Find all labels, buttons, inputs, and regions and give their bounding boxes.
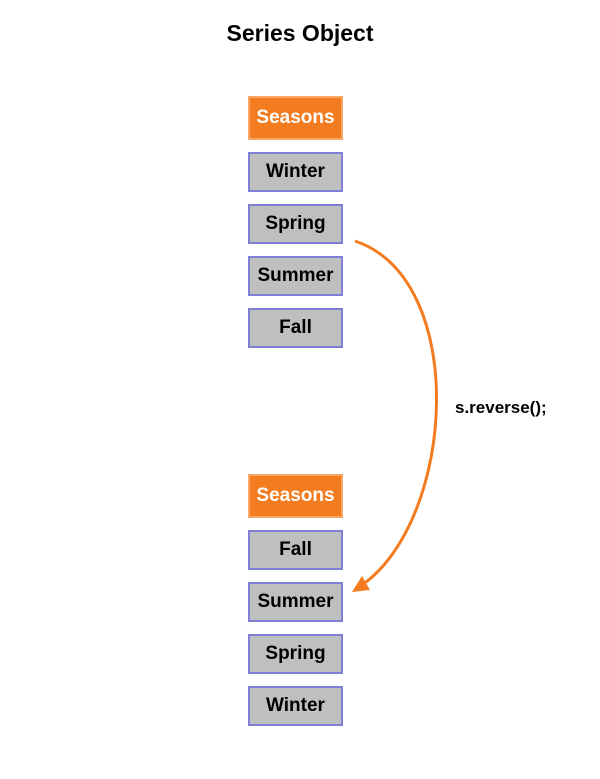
series-item-after: Spring bbox=[248, 634, 343, 674]
operation-label: s.reverse(); bbox=[455, 398, 547, 417]
diagram-title: Series Object bbox=[226, 20, 374, 46]
series-header-before: Seasons bbox=[248, 96, 343, 140]
series-item-before: Winter bbox=[248, 152, 343, 192]
series-item-before: Spring bbox=[248, 204, 343, 244]
series-after: Seasons Fall Summer Spring Winter bbox=[248, 474, 343, 738]
series-item-before: Summer bbox=[248, 256, 343, 296]
series-item-after: Summer bbox=[248, 582, 343, 622]
series-item-after: Fall bbox=[248, 530, 343, 570]
series-before: Seasons Winter Spring Summer Fall bbox=[248, 96, 343, 360]
series-item-after: Winter bbox=[248, 686, 343, 726]
reverse-arrow-head bbox=[352, 576, 370, 592]
series-item-before: Fall bbox=[248, 308, 343, 348]
series-header-after: Seasons bbox=[248, 474, 343, 518]
reverse-arrow-curve bbox=[354, 239, 438, 587]
